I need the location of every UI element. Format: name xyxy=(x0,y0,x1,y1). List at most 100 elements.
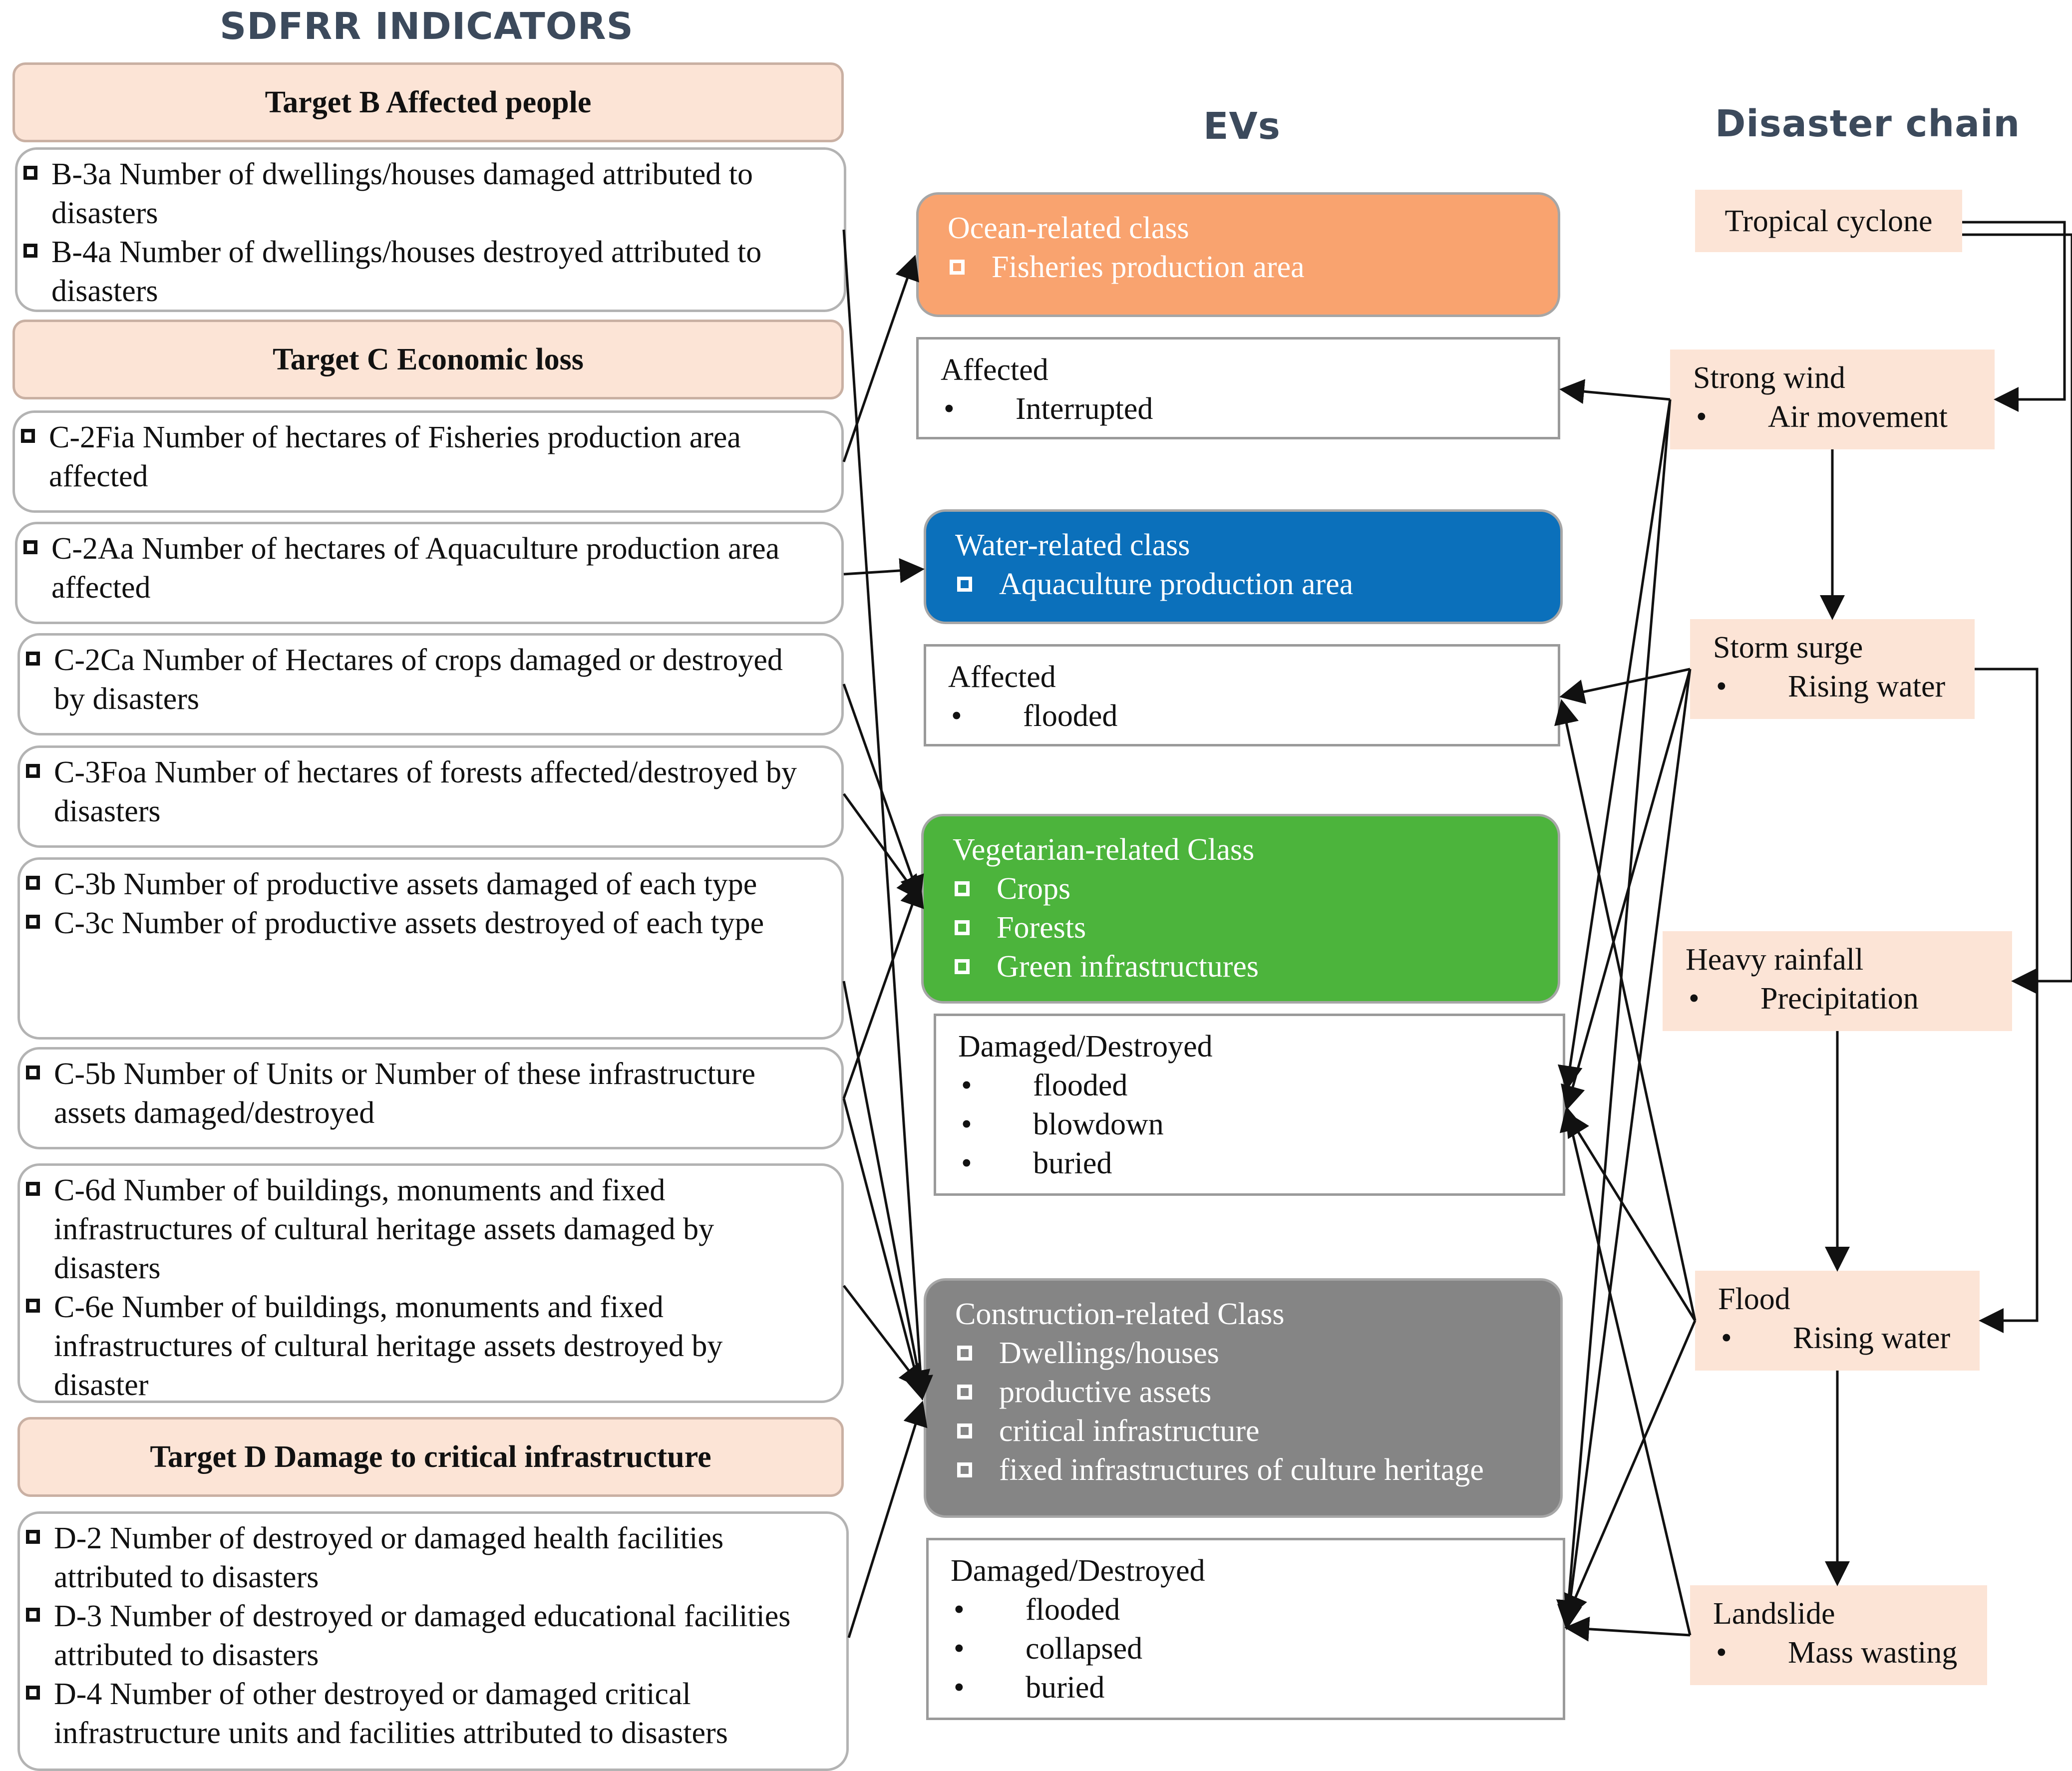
ev-cons-item-critical: critical infrastructure xyxy=(955,1412,1531,1450)
chain-surge-title: Storm surge xyxy=(1713,631,1863,665)
ev-veg-state-title: Damaged/Destroyed xyxy=(958,1030,1213,1063)
ev-cons-item-heritage: fixed infrastructures of culture heritag… xyxy=(955,1450,1531,1489)
ev-ocean-item: Fisheries production area xyxy=(948,248,1529,287)
ev-ocean-title: Ocean-related class xyxy=(948,211,1189,245)
checkbox-icon xyxy=(26,652,40,666)
chain-surge-sub: •Rising water xyxy=(1716,670,1946,704)
ev-ocean-state: Affected •Interrupted xyxy=(916,337,1560,439)
checkbox-icon xyxy=(957,1462,972,1477)
checkbox-icon xyxy=(955,959,970,974)
indicator-c5b-box: C-5b Number of Units or Number of these … xyxy=(17,1047,844,1149)
link-surge-cons-state xyxy=(1557,669,1692,1630)
ev-water-item: Aquaculture production area xyxy=(955,565,1531,604)
indicator-c2aa-box: C-2Aa Number of hectares of Aquaculture … xyxy=(15,522,844,624)
link-surge-flood xyxy=(1975,668,2039,1333)
ev-ocean-class: Ocean-related class Fisheries production… xyxy=(916,192,1560,317)
indicator-d4: D-4 Number of other destroyed or damaged… xyxy=(26,1675,821,1753)
link-c5b-cons xyxy=(842,1098,929,1401)
ev-ocean-state-title: Affected xyxy=(941,353,1048,387)
indicator-b3a: B-3a Number of dwellings/houses damaged … xyxy=(23,155,819,233)
ev-cons-item-productive: productive assets xyxy=(955,1373,1531,1412)
link-c3foa-veg xyxy=(842,793,921,901)
indicator-c2ca-box: C-2Ca Number of Hectares of crops damage… xyxy=(17,633,844,735)
link-flood-cons-state xyxy=(1564,1320,1697,1620)
indicator-b4a: B-4a Number of dwellings/houses destroye… xyxy=(23,233,819,311)
indicator-group-c6: C-6d Number of buildings, monuments and … xyxy=(17,1163,844,1403)
indicator-c2ca: C-2Ca Number of Hectares of crops damage… xyxy=(26,641,816,718)
indicator-c5b: C-5b Number of Units or Number of these … xyxy=(26,1055,816,1132)
indicator-group-b: B-3a Number of dwellings/houses damaged … xyxy=(15,147,846,312)
checkbox-icon xyxy=(26,1530,40,1544)
checkbox-icon xyxy=(21,429,35,443)
checkbox-icon xyxy=(26,1608,40,1622)
checkbox-icon xyxy=(26,1065,40,1079)
indicator-d2: D-2 Number of destroyed or damaged healt… xyxy=(26,1519,821,1597)
ev-construction-class: Construction-related Class Dwellings/hou… xyxy=(924,1278,1563,1518)
indicator-c3c: C-3c Number of productive assets destroy… xyxy=(26,904,816,943)
link-wind-veg-state xyxy=(1557,399,1672,1091)
checkbox-icon xyxy=(955,881,970,896)
link-flood-water-state xyxy=(1554,699,1697,1321)
link-c2fia-ocean xyxy=(842,255,919,462)
ev-water-title: Water-related class xyxy=(955,528,1190,562)
chain-flood-sub: •Rising water xyxy=(1721,1321,1951,1355)
indicator-c3b: C-3b Number of productive assets damaged… xyxy=(26,865,816,904)
checkbox-icon xyxy=(26,1299,40,1313)
ev-veg-state-item: •buried xyxy=(961,1146,1112,1180)
ev-water-class: Water-related class Aquaculture producti… xyxy=(924,509,1563,624)
chain-tropical-cyclone: Tropical cyclone xyxy=(1695,190,1962,252)
checkbox-icon xyxy=(957,1346,972,1361)
ev-construction-title: Construction-related Class xyxy=(955,1297,1285,1331)
link-c5b-veg xyxy=(842,881,924,1099)
target-c-label: Target C Economic loss xyxy=(273,342,584,376)
link-cyclone-rain xyxy=(1962,233,2072,994)
target-b-header: Target B Affected people xyxy=(12,62,844,142)
link-surge-veg-state xyxy=(1561,669,1692,1111)
ev-cons-item-dwellings: Dwellings/houses xyxy=(955,1334,1531,1373)
target-d-header: Target D Damage to critical infrastructu… xyxy=(17,1417,844,1497)
ev-veg-title: Vegetarian-related Class xyxy=(953,833,1255,867)
checkbox-icon xyxy=(957,1385,972,1400)
chain-landslide: Landslide •Mass wasting xyxy=(1690,1585,1987,1685)
indicator-c2fia-box: C-2Fia Number of hectares of Fisheries p… xyxy=(12,410,844,513)
chain-rain-sub: •Precipitation xyxy=(1689,982,1919,1016)
indicator-c6e: C-6e Number of buildings, monuments and … xyxy=(26,1288,816,1405)
ev-cons-state-item: •flooded xyxy=(954,1593,1120,1627)
checkbox-icon xyxy=(26,915,40,929)
chain-cyclone-title: Tropical cyclone xyxy=(1725,204,1933,238)
checkbox-icon xyxy=(950,260,965,275)
link-c3-cons xyxy=(842,981,931,1396)
checkbox-icon xyxy=(23,244,37,258)
link-landslide-cons-state xyxy=(1564,1616,1691,1642)
ev-water-state-item: •flooded xyxy=(951,699,1118,733)
target-d-label: Target D Damage to critical infrastructu… xyxy=(150,1439,711,1474)
chain-rain-title: Heavy rainfall xyxy=(1686,943,1864,977)
indicator-group-d: D-2 Number of destroyed or damaged healt… xyxy=(17,1511,849,1771)
checkbox-icon xyxy=(957,1423,972,1438)
chain-landslide-sub: •Mass wasting xyxy=(1716,1636,1958,1670)
indicator-c2aa: C-2Aa Number of hectares of Aquaculture … xyxy=(23,529,816,607)
link-wind-cons-state xyxy=(1556,399,1672,1625)
chain-landslide-title: Landslide xyxy=(1713,1597,1835,1631)
indicator-group-c3: C-3b Number of productive assets damaged… xyxy=(17,857,844,1040)
ev-water-state: Affected •flooded xyxy=(924,644,1560,746)
ev-water-state-title: Affected xyxy=(948,660,1056,694)
ev-veg-state-item: •blowdown xyxy=(961,1107,1164,1141)
link-c2aa-water xyxy=(843,558,925,583)
chain-strong-wind: Strong wind •Air movement xyxy=(1670,350,1995,449)
link-b-cons xyxy=(842,229,933,1401)
checkbox-icon xyxy=(955,920,970,935)
chain-heavy-rainfall: Heavy rainfall •Precipitation xyxy=(1663,931,2012,1031)
indicator-d3: D-3 Number of destroyed or damaged educa… xyxy=(26,1597,821,1675)
indicator-c3foa: C-3Foa Number of hectares of forests aff… xyxy=(26,753,816,831)
ev-veg-state: Damaged/Destroyed •flooded •blowdown •bu… xyxy=(934,1014,1565,1196)
indicators-heading: SDFRR INDICATORS xyxy=(220,5,634,48)
chain-wind-sub: •Air movement xyxy=(1696,400,1948,434)
ev-veg-class: Vegetarian-related Class Crops Forests G… xyxy=(921,814,1560,1004)
checkbox-icon xyxy=(23,540,37,554)
checkbox-icon xyxy=(957,577,972,592)
ev-veg-item-crops: Crops xyxy=(953,869,1529,908)
link-d-cons xyxy=(847,1401,928,1638)
chain-flood-title: Flood xyxy=(1718,1282,1790,1316)
